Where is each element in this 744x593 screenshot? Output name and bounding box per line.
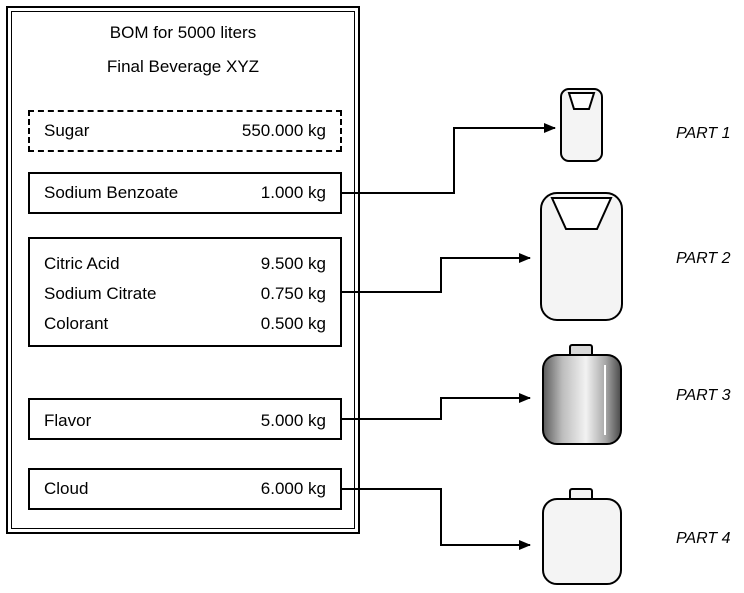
bom-row: Colorant 0.500 kg — [44, 314, 326, 334]
ingredient-qty: 550.000 kg — [241, 121, 326, 140]
ingredient-qty: 6.000 kg — [260, 479, 326, 498]
connector-part-2 — [342, 253, 531, 293]
part-label-2: PART 2 — [676, 250, 731, 267]
bom-row: Citric Acid 9.500 kg — [44, 254, 326, 274]
bom-row: Sugar 550.000 kg — [44, 121, 326, 141]
connector-part-4 — [342, 488, 531, 550]
ingredient-name: Sodium Benzoate — [44, 183, 179, 202]
bom-subtitle: Final Beverage XYZ — [106, 57, 260, 76]
ingredient-name: Cloud — [44, 479, 89, 498]
large-jug-icon — [540, 192, 623, 321]
metal-canister-icon — [542, 344, 622, 445]
bom-group-flavor: Flavor 5.000 kg — [28, 398, 342, 440]
ingredient-qty: 1.000 kg — [260, 183, 326, 202]
bom-row: Sodium Citrate 0.750 kg — [44, 284, 326, 304]
ingredient-name: Citric Acid — [44, 254, 120, 273]
plastic-canister-icon — [542, 488, 622, 585]
ingredient-name: Colorant — [44, 314, 109, 333]
bom-group-cloud: Cloud 6.000 kg — [28, 468, 342, 510]
ingredient-qty: 0.500 kg — [260, 314, 326, 333]
part-label-1: PART 1 — [676, 125, 731, 142]
connector-part-1 — [342, 123, 556, 194]
part-label-4: PART 4 — [676, 530, 731, 547]
ingredient-name: Sugar — [44, 121, 90, 140]
ingredient-name: Flavor — [44, 411, 92, 430]
part-label-3: PART 3 — [676, 387, 731, 404]
bom-group-sodium-benzoate: Sodium Benzoate 1.000 kg — [28, 172, 342, 214]
ingredient-qty: 5.000 kg — [260, 411, 326, 430]
connector-part-3 — [342, 393, 531, 420]
bom-title: BOM for 5000 liters — [109, 23, 257, 42]
bom-frame-inner-border — [11, 11, 355, 529]
bom-group-sugar: Sugar 550.000 kg — [28, 110, 342, 152]
ingredient-qty: 9.500 kg — [260, 254, 326, 273]
bom-frame — [6, 6, 360, 534]
bom-row: Flavor 5.000 kg — [44, 411, 326, 431]
bom-row: Sodium Benzoate 1.000 kg — [44, 183, 326, 203]
bom-group-acids: Citric Acid 9.500 kg Sodium Citrate 0.75… — [28, 237, 342, 347]
ingredient-name: Sodium Citrate — [44, 284, 157, 303]
bom-row: Cloud 6.000 kg — [44, 479, 326, 499]
ingredient-qty: 0.750 kg — [260, 284, 326, 303]
small-jug-icon — [560, 88, 603, 162]
